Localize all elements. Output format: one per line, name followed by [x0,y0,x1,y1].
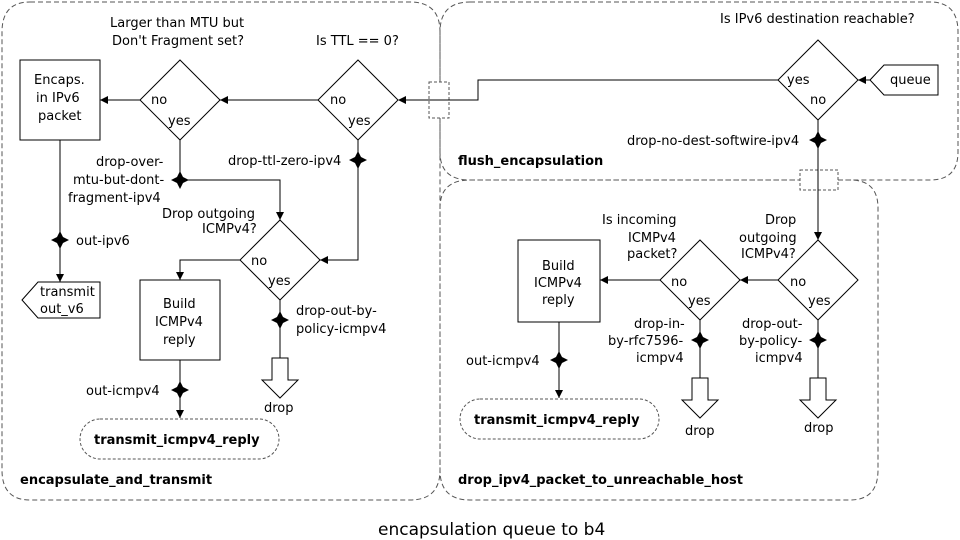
group-flush-encapsulation [439,1,959,181]
question-mtu-line1: Larger than MTU but [110,16,244,31]
group-label-drop-unreachable: drop_ipv4_packet_to_unreachable_host [458,473,743,488]
box-encaps-in-ipv6 [19,59,101,141]
port-drop-ttl-zero: drop-ttl-zero-ipv4 [228,154,341,169]
port-drop-in-rfc-line1: drop-in- [634,317,685,332]
group-label-encapsulate: encapsulate_and_transmit [20,473,212,488]
question-ipv6-reachable: Is IPv6 destination reachable? [720,12,915,27]
port-drop-out-policy-left-line1: drop-out-by- [296,304,377,319]
queue-node [869,64,939,96]
drop-arrow-right [798,377,838,419]
port-out-icmpv4-right: out-icmpv4 [466,354,540,369]
answer-no: no [151,93,167,108]
transmit-out-line1: transmit [40,285,95,300]
box-encaps-line1: Encaps. [34,73,85,88]
question-incoming-line2: ICMPv4 [628,231,676,246]
drop-label-left: drop [264,401,294,416]
box-build-line3: reply [163,333,196,348]
question-drop-out-r-line1: Drop [765,213,796,228]
question-drop-out-l-line2: ICMPv4? [202,222,257,237]
question-mtu-line2: Don't Fragment set? [112,34,244,49]
port-drop-out-policy-left-icon [271,311,289,329]
drop-label-middle: drop [685,424,715,439]
question-drop-out-l-line1: Drop outgoing [162,207,255,222]
answer-yes: yes [688,294,711,309]
box-build-line3: reply [542,293,575,308]
port-out-ipv6-icon [51,231,69,249]
transmit-icmpv4-reply-right-label: transmit_icmpv4_reply [474,413,640,428]
port-out-icmpv4-left: out-icmpv4 [86,384,160,399]
answer-yes: yes [348,114,371,129]
question-ttl-zero: Is TTL == 0? [316,34,399,49]
transmit-icmpv4-reply-left-label: transmit_icmpv4_reply [94,433,260,448]
answer-no: no [330,93,346,108]
port-drop-out-policy-right-icon [809,331,827,349]
group-drop-ipv4-to-unreachable-host [439,179,879,501]
port-drop-out-policy-right-line3: icmpv4 [755,351,803,366]
answer-yes: yes [808,294,831,309]
port-drop-in-rfc-line2: by-rfc7596- [608,334,684,349]
transmit-icmpv4-reply-left [79,418,280,460]
question-incoming-line3: packet? [627,247,677,262]
port-drop-out-policy-left-line2: policy-icmpv4 [296,322,386,337]
question-drop-out-r-line3: ICMPv4? [741,247,796,262]
port-out-icmpv4-right-icon [550,351,568,369]
transmit-out-v6-node [21,281,101,319]
port-drop-over-mtu-line3: fragment-ipv4 [68,191,161,206]
port-drop-no-dest-icon [809,131,827,149]
port-drop-no-dest: drop-no-dest-softwire-ipv4 [627,134,799,149]
drop-label-right: drop [804,421,834,436]
answer-yes: yes [268,274,291,289]
group-label-flush: flush_encapsulation [458,154,603,169]
answer-no: no [810,93,826,108]
port-out-icmpv4-left-icon [171,381,189,399]
port-flush-to-drop [799,169,839,191]
port-drop-out-policy-right-line1: drop-out- [742,317,803,332]
port-out-ipv6: out-ipv6 [76,234,130,249]
diagram-caption: encapsulation queue to b4 [378,520,605,540]
box-encaps-line3: packet [38,109,82,124]
port-drop-in-rfc-line3: icmpv4 [636,351,684,366]
question-incoming-line1: Is incoming [602,213,676,228]
port-drop-in-rfc-icon [691,331,709,349]
question-drop-out-r-line2: outgoing [739,231,797,246]
answer-no: no [251,254,267,269]
transmit-out-line2: out_v6 [40,302,84,317]
box-encaps-line2: in IPv6 [36,91,80,106]
answer-no: no [671,275,687,290]
port-drop-out-policy-right-line2: by-policy- [739,334,802,349]
answer-yes: yes [787,73,810,88]
box-build-icmpv4-reply-right [517,239,601,323]
answer-yes: yes [168,114,191,129]
queue-label: queue [890,73,931,88]
group-encapsulate-and-transmit [1,1,441,501]
port-drop-over-mtu-line1: drop-over- [96,155,164,170]
transmit-icmpv4-reply-right [459,398,660,440]
answer-no: no [790,275,806,290]
box-build-line2: ICMPv4 [155,315,203,330]
box-build-line2: ICMPv4 [534,276,582,291]
drop-arrow-left [260,357,300,399]
port-drop-ttl-zero-icon [349,151,367,169]
port-drop-over-mtu-icon [171,171,189,189]
port-drop-over-mtu-line2: mtu-but-dont- [73,173,165,188]
box-build-line1: Build [163,297,196,312]
box-build-line1: Build [542,259,575,274]
drop-arrow-middle [680,377,720,419]
